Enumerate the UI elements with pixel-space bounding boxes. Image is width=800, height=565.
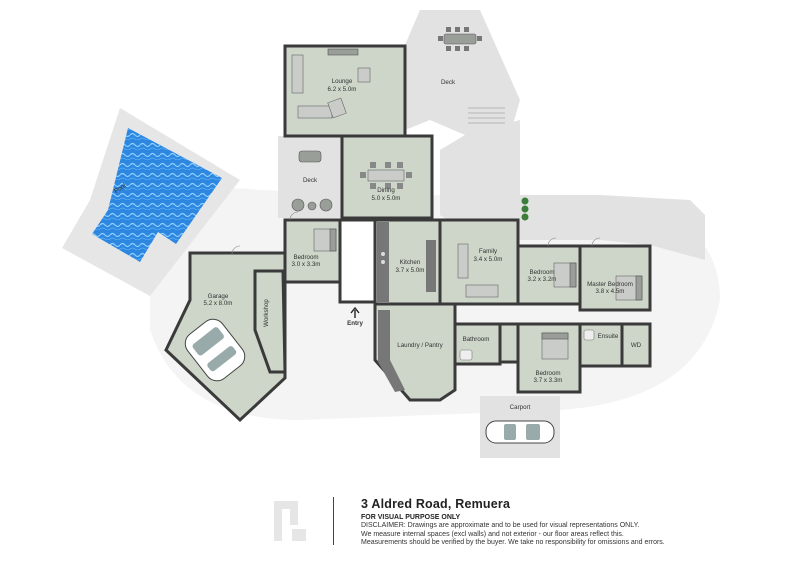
lounge-dims: 6.2 x 5.0m <box>328 86 357 93</box>
bedroom-3-label: Bedroom <box>535 370 560 377</box>
bathroom-label: Bathroom <box>463 336 490 343</box>
bathroom: Bathroom <box>453 322 502 366</box>
bedroom-2: Bedroom 3.2 x 3.2m <box>516 244 582 306</box>
master-bedroom: Master Bedroom 3.8 x 4.5m <box>578 244 652 312</box>
entry: Entry <box>347 306 363 327</box>
footer-divider <box>333 497 334 545</box>
dining-label: Dining <box>377 187 395 194</box>
disclaimer-line: DISCLAIMER: Drawings are approximate and… <box>361 522 640 529</box>
deck-left: Deck <box>278 136 342 218</box>
master-bedroom-dims: 3.8 x 4.5m <box>596 288 625 295</box>
pool: Pool <box>62 108 240 296</box>
deck-top-label: Deck <box>441 79 456 86</box>
kitchen-label: Kitchen <box>400 259 421 266</box>
family: Family 3.4 x 5.0m <box>438 218 520 306</box>
workshop: Workshop <box>253 269 287 374</box>
deck-left-label: Deck <box>303 177 318 184</box>
bedroom-2-label: Bedroom <box>529 269 554 276</box>
laundry-pantry: Laundry / Pantry <box>373 302 457 402</box>
dining-dims: 5.0 x 5.0m <box>372 195 401 202</box>
disclaimer-line: We measure internal spaces (excl walls) … <box>361 530 624 538</box>
family-dims: 3.4 x 5.0m <box>474 256 503 263</box>
workshop-label: Workshop <box>263 299 270 327</box>
floor-plan: Deck Deck Pool Lounge <box>62 10 720 458</box>
laundry-label: Laundry / Pantry <box>397 342 443 349</box>
carport: Carport <box>480 396 560 458</box>
ensuite: Ensuite <box>578 322 624 368</box>
garage-dims: 5.2 x 8.0m <box>204 300 233 307</box>
property-address: 3 Aldred Road, Remuera <box>361 497 511 511</box>
wd-label: WD <box>631 342 642 349</box>
ensuite-label: Ensuite <box>598 333 619 340</box>
visual-purpose-note: FOR VISUAL PURPOSE ONLY <box>361 514 461 521</box>
bedroom-1-dims: 3.0 x 3.3m <box>292 261 321 268</box>
family-label: Family <box>479 248 498 255</box>
bedroom-1-label: Bedroom <box>293 254 318 261</box>
kitchen: Kitchen 3.7 x 5.0m <box>373 218 442 306</box>
dining: Dining 5.0 x 5.0m <box>340 134 434 220</box>
entry-label: Entry <box>347 320 363 327</box>
disclaimer-line: Measurements should be verified by the b… <box>361 539 665 547</box>
bedroom-1: Bedroom 3.0 x 3.3m <box>283 218 342 284</box>
master-bedroom-label: Master Bedroom <box>587 281 633 288</box>
lounge-label: Lounge <box>332 78 353 85</box>
bedroom-2-dims: 3.2 x 3.2m <box>528 276 557 283</box>
company-logo <box>274 501 306 541</box>
garage-label: Garage <box>208 293 229 300</box>
wd: WD <box>620 322 652 368</box>
bedroom-3: Bedroom 3.7 x 3.3m <box>516 322 582 394</box>
carport-label: Carport <box>510 404 531 411</box>
lounge: Lounge 6.2 x 5.0m <box>283 44 407 138</box>
disclaimer: DISCLAIMER: Drawings are approximate and… <box>361 522 791 548</box>
kitchen-dims: 3.7 x 5.0m <box>396 267 425 274</box>
bedroom-3-dims: 3.7 x 3.3m <box>534 377 563 384</box>
